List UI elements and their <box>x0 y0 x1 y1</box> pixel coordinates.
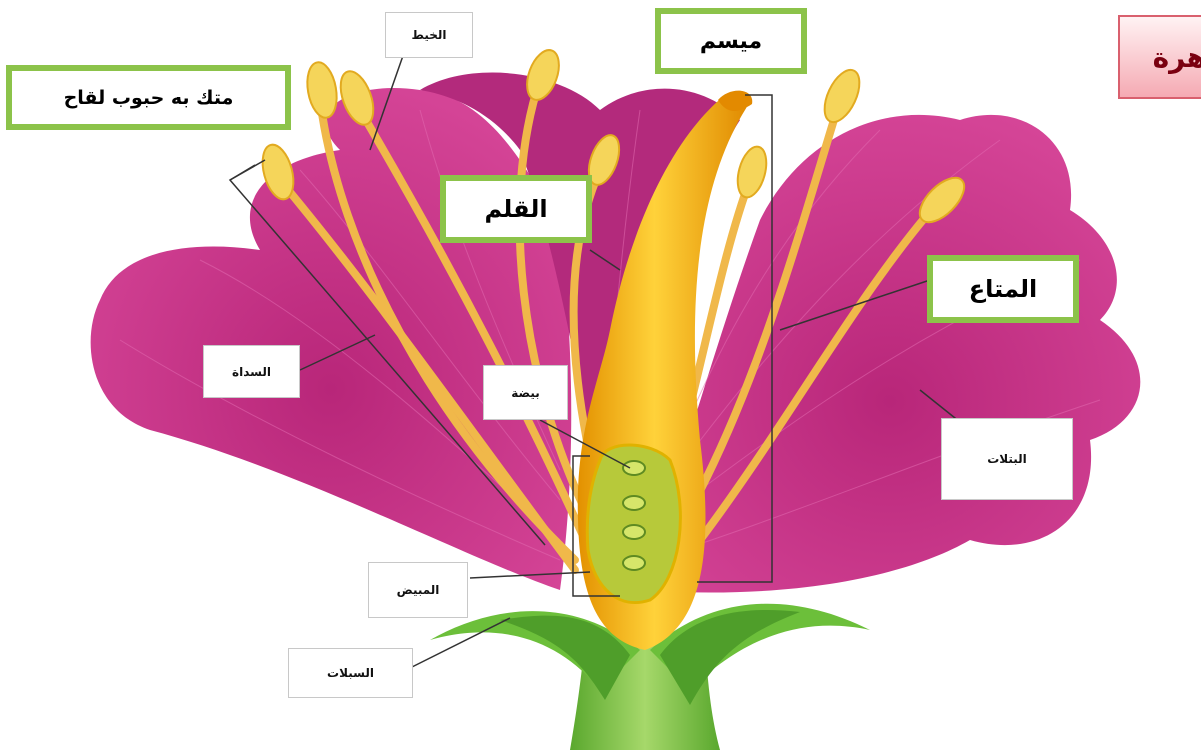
title-label: هرة <box>1118 15 1201 99</box>
sepals-label: السبلات <box>288 648 413 698</box>
ovule <box>623 461 645 475</box>
ovary-label: المبيض <box>368 562 468 618</box>
filament-label: الخيط <box>385 12 473 58</box>
line-sepals <box>410 618 510 668</box>
stamen-top-label: المتاع <box>927 255 1079 323</box>
stamen-label: السداة <box>203 345 300 398</box>
style-label: القلم <box>440 175 592 243</box>
stigma-label: ميسم <box>655 8 807 74</box>
petals-label: البتلات <box>941 418 1073 500</box>
anther-pollen-label: متك به حبوب لقاح <box>6 65 291 130</box>
anther <box>817 65 866 128</box>
ovule-label: بيضة <box>483 365 568 420</box>
ovule <box>623 525 645 539</box>
ovule <box>623 556 645 570</box>
bracket-stamen-tip <box>230 160 265 180</box>
ovule <box>623 496 645 510</box>
anther <box>733 144 772 201</box>
anther <box>303 60 340 120</box>
